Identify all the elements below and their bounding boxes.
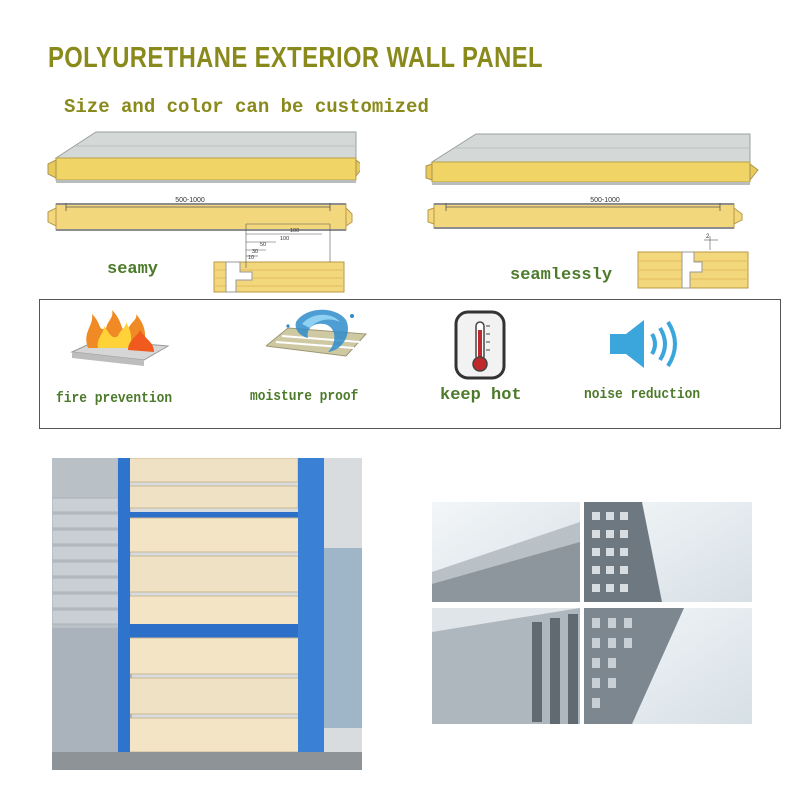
seamless-label: seamlessly — [510, 266, 613, 285]
feature-label-moisture: moisture proof — [250, 388, 359, 405]
feature-label-keep-hot: keep hot — [440, 386, 522, 405]
thermometer-icon — [454, 310, 506, 380]
detail-dim-5: 10 — [248, 255, 254, 261]
panel-top-face — [54, 131, 357, 159]
water-wave-icon — [266, 309, 368, 357]
seamless-panel-diagram: 500-1000 2 — [425, 133, 759, 289]
page-subtitle: Size and color can be customized — [64, 96, 429, 118]
panel-cross-section — [433, 203, 735, 229]
page-title: POLYURETHANE EXTERIOR WALL PANEL — [48, 42, 543, 74]
feature-label-noise: noise reduction — [584, 386, 701, 403]
building-facade-photo — [432, 502, 752, 724]
speaker-icon — [610, 320, 677, 368]
dimension-label: 500-1000 — [175, 197, 205, 204]
detail-dim: 2 — [706, 234, 710, 240]
seamy-panel-diagram: 500-1000 100 100 50 30 10 — [47, 131, 360, 293]
stacked-panels-photo — [52, 458, 362, 770]
detail-dim-2: 100 — [280, 236, 289, 242]
panel-foam-core — [55, 157, 357, 181]
feature-label-fire: fire prevention — [56, 390, 173, 407]
panel-cross-section — [55, 203, 347, 231]
features-box: fire prevention moisture proof keep hot … — [39, 299, 781, 429]
detail-dim-1: 100 — [290, 228, 299, 234]
detail-dim-3: 50 — [260, 242, 266, 248]
panel-foam-core — [431, 161, 751, 183]
seamy-label: seamy — [107, 260, 159, 279]
detail-dim-4: 30 — [252, 249, 258, 255]
dimension-label: 500-1000 — [590, 197, 620, 204]
fire-panel-icon — [70, 310, 170, 366]
